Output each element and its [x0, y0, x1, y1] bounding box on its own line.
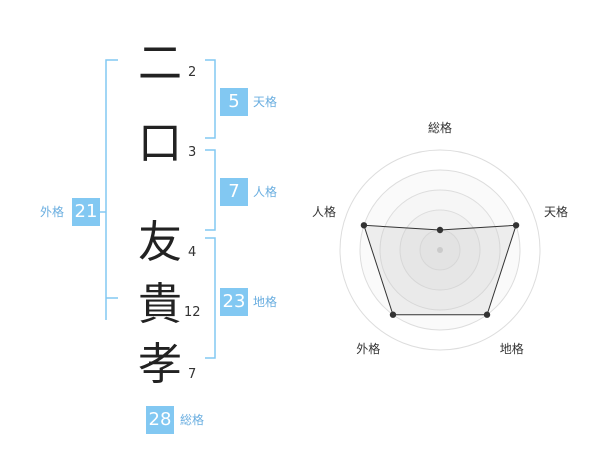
- gaikaku-value-badge: 21: [72, 198, 100, 226]
- tenkaku-bracket: [205, 59, 216, 139]
- chikaku-value-badge: 23: [220, 288, 248, 316]
- jinkaku-label: 人格: [253, 185, 278, 199]
- stroke-count-5: 7: [188, 367, 197, 382]
- radar-series: [360, 222, 520, 318]
- jinkaku-bracket: [205, 149, 216, 231]
- name-char-3: 友: [138, 217, 182, 268]
- radar-grid: [339, 149, 541, 351]
- tenkaku-label: 天格: [253, 95, 278, 109]
- chikaku-bracket: [205, 237, 216, 359]
- radar-axis-label-2: 地格: [499, 341, 524, 356]
- fortune-brackets-lower: [100, 211, 216, 359]
- name-char-4: 貴: [138, 279, 182, 330]
- stroke-count-2: 3: [188, 145, 197, 160]
- soukaku-label: 総格: [180, 413, 205, 427]
- radar-series-polygon: [363, 224, 517, 316]
- jinkaku-value-badge: 7: [220, 178, 248, 206]
- name-char-1: 二: [138, 38, 182, 89]
- chikaku-label: 地格: [253, 295, 278, 309]
- radar-axis-label-1: 天格: [544, 205, 569, 220]
- stroke-count-1: 2: [188, 65, 197, 80]
- name-char-2: 口: [138, 118, 182, 169]
- stroke-count-4: 12: [184, 305, 201, 320]
- gaikaku-label: 外格: [40, 205, 65, 219]
- tenkaku-value-badge: 5: [220, 88, 248, 116]
- radar-axis-label-4: 人格: [311, 205, 336, 220]
- radar-point-4: [360, 222, 368, 229]
- fortune-brackets: [105, 59, 216, 320]
- radar-axis-label-3: 外格: [356, 341, 381, 356]
- radar-center: [437, 247, 443, 253]
- radar-point-3: [389, 311, 397, 318]
- radar-axis-label-0: 総格: [428, 121, 453, 135]
- gaikaku-bracket: [105, 59, 118, 320]
- stroke-count-3: 4: [188, 245, 197, 260]
- radar-point-1: [512, 222, 520, 229]
- radar-point-2: [483, 311, 491, 318]
- radar-point-0: [436, 226, 444, 234]
- soukaku-value-badge: 28: [146, 406, 174, 434]
- name-char-5: 孝: [138, 339, 182, 390]
